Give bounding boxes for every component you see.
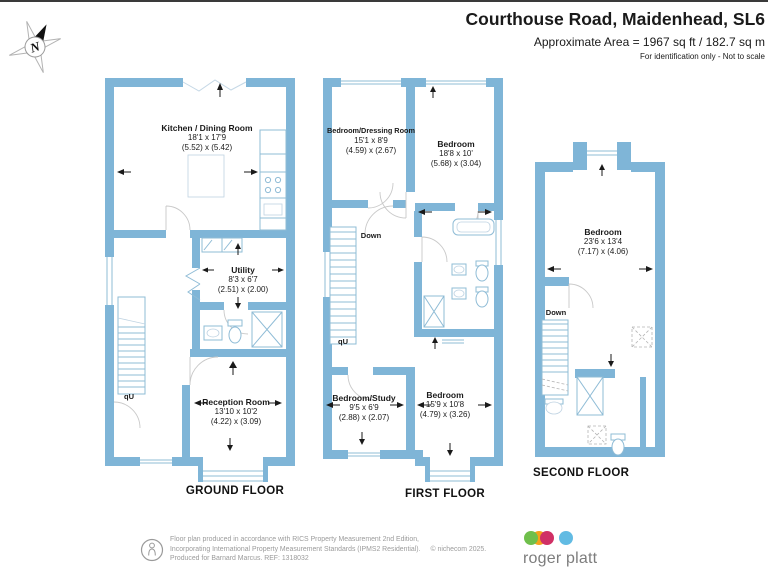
page-title: Courthouse Road, Maidenhead, SL6 [465,9,765,29]
room-name: Bedroom/Dressing Room [327,126,415,135]
room-label-bedroom-rear: Bedroom 15'9 x 10'8 (4.79) x (3.26) [403,390,487,420]
room-name: Bedroom [584,227,622,237]
ground-windows [105,257,172,466]
room-name: Reception Room [202,397,270,407]
room-name: Utility [231,265,255,275]
kitchen-counter [259,129,287,231]
disclaimer-line-1: Floor plan produced in accordance with R… [170,536,419,543]
second-floor-plan [535,142,665,457]
room-dims-m: (5.68) x (3.04) [430,159,482,168]
roger-platt-logo-text: roger platt [523,550,598,567]
room-name: Bedroom [437,139,475,149]
copyright: © nichecom 2025. [430,545,487,553]
second-windows [587,148,617,158]
room-dims-m: (5.52) x (5.42) [181,143,233,152]
room-label-bedroom-second: Bedroom 23'6 x 13'4 (7.17) x (4.06) [558,227,648,257]
disclaimer: Floor plan produced in accordance with R… [170,535,486,564]
room-dims-ft: 15'9 x 10'8 [425,400,465,409]
room-label-bed-dressing: Bedroom/Dressing Room 15'1 x 8'9 (4.59) … [326,126,416,156]
room-dims-ft: 15'1 x 8'9 [354,136,388,145]
stairs-up-label: qU [338,337,348,346]
room-name: Kitchen / Dining Room [161,123,253,133]
room-dims-ft: 23'6 x 13'4 [583,237,623,246]
ground-stairs [117,296,146,395]
disclaimer-line-3: Produced for Barnard Marcus. REF: 131803… [170,555,309,562]
room-label-kitchen: Kitchen / Dining Room 18'1 x 17'9 (5.52)… [148,123,266,153]
room-label-bedroom-front: Bedroom 18'8 x 10' (5.68) x (3.04) [417,139,495,169]
dimension-arrows [547,164,653,367]
room-dims-ft: 18'1 x 17'9 [187,133,227,142]
ground-porch-steps [203,470,263,482]
stairs-down-label: Down [545,308,567,317]
room-dims-ft: 13'10 x 10'2 [214,407,258,416]
approximate-area: Approximate Area = 1967 sq ft / 182.7 sq… [533,35,765,49]
ground-floor-label: GROUND FLOOR [185,485,285,497]
second-door [568,283,594,309]
room-dims-ft: 9'5 x 6'9 [349,403,379,412]
compass-icon: N [9,21,61,73]
room-dims-m: (2.51) x (2.00) [217,285,269,294]
second-bathroom [544,376,626,456]
first-floor-plan [323,78,503,482]
room-label-reception: Reception Room 13'10 x 10'2 (4.22) x (3.… [190,397,282,427]
roger-platt-logo: roger platt [523,529,597,568]
second-stairs [541,319,569,396]
room-dims-m: (7.17) x (4.06) [577,247,629,256]
room-label-bed-study: Bedroom/Study 9'5 x 6'9 (2.88) x (2.07) [324,393,404,423]
room-name: Bedroom/Study [332,393,396,403]
dimension-arrows [326,86,492,456]
first-windows [323,78,503,459]
first-stairs [329,226,357,345]
ground-doors [113,205,249,429]
dimension-arrows [117,83,284,451]
nichecom-icon [140,538,164,562]
room-dims-m: (4.22) x (3.09) [210,417,262,426]
first-porch-steps [430,470,470,482]
second-floor-label: SECOND FLOOR [533,467,630,479]
room-label-utility: Utility 8'3 x 6'7 (2.51) x (2.00) [199,265,287,295]
room-dims-m: (4.79) x (3.26) [419,410,471,419]
scale-note: For identification only - Not to scale [640,52,765,61]
room-dims-ft: 8'3 x 6'7 [228,275,258,284]
disclaimer-line-2: Incorporating International Property Mea… [170,545,487,553]
first-bathroom [423,218,495,344]
skylight-icons [587,326,653,445]
bifold-door-icon [184,267,201,301]
room-dims-m: (4.59) x (2.67) [345,146,397,155]
first-floor-label: FIRST FLOOR [405,488,485,500]
room-name: Bedroom [426,390,464,400]
ground-floor-plan [105,78,295,482]
roger-platt-dots-icon [524,531,573,545]
room-dims-ft: 18'8 x 10' [439,149,473,158]
storage-cupboards [201,237,243,253]
second-walls [535,142,665,457]
stairs-up-label: qU [124,392,134,401]
room-dims-m: (2.88) x (2.07) [338,413,390,422]
stairs-down-label: Down [360,231,382,240]
kitchen-island [187,154,225,198]
kitchen-opening-line [182,79,247,92]
ground-wc [203,311,283,348]
